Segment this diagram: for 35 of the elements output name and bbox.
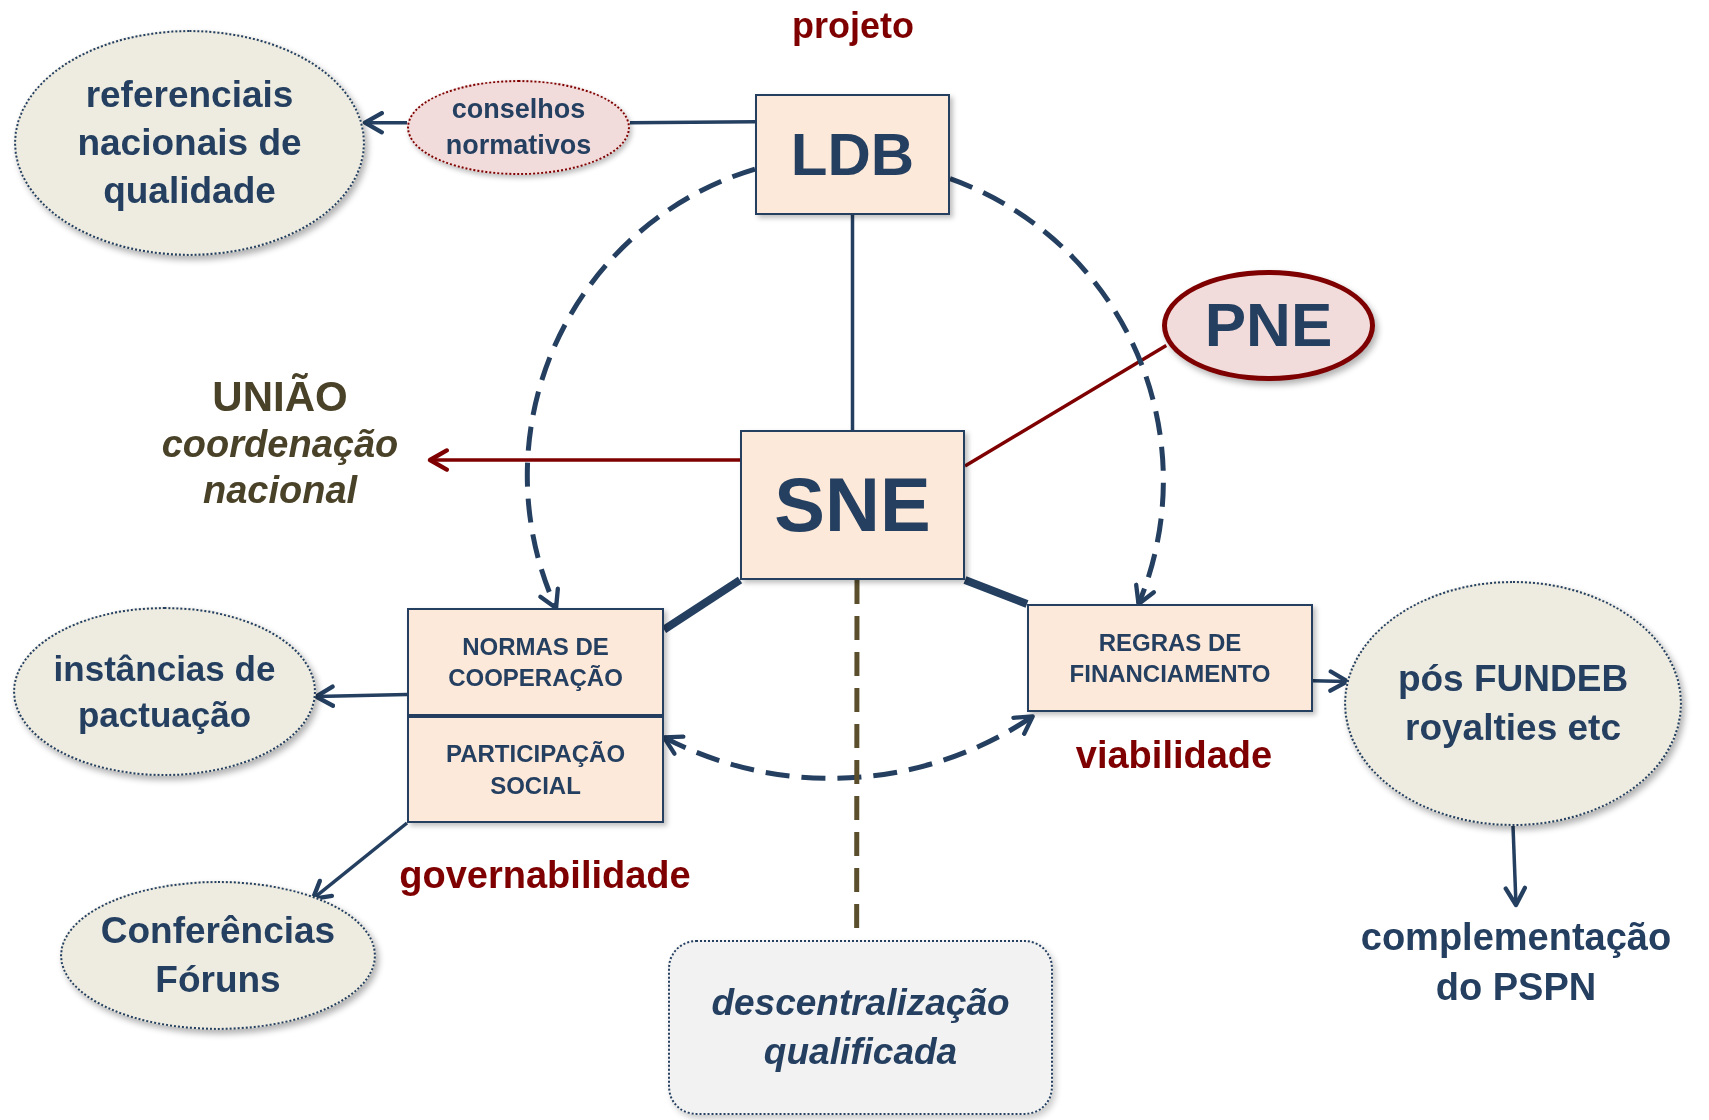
node-label: PARTICIPAÇÃO SOCIAL (444, 739, 627, 801)
node-label: LDB (790, 119, 915, 190)
connector-line (630, 120, 755, 125)
node-label: SNE (774, 460, 931, 549)
node-label: NORMAS DE COOPERAÇÃO (447, 631, 624, 693)
node-label: complementação do PSPN (1333, 913, 1699, 1012)
node-label: pós FUNDEB royalties etc (1396, 657, 1630, 750)
process-box (755, 94, 950, 215)
rounded-box (668, 940, 1053, 1115)
arrow (362, 110, 407, 135)
arrow (1503, 825, 1528, 908)
process-box (1027, 604, 1313, 712)
dashed-arrow (525, 166, 756, 611)
connector-line (964, 343, 1168, 468)
process-box (407, 608, 664, 716)
arrow (313, 684, 408, 708)
node-label: instâncias de pactuação (52, 648, 277, 736)
node-label: descentralização qualificada (710, 981, 1011, 1074)
node-caption: projeto (792, 4, 914, 48)
node-label: conselhos normativos (444, 93, 593, 162)
node-label: Conferências Fóruns (99, 909, 337, 1002)
node-caption: governabilidade (399, 852, 691, 898)
node-label: coordenação nacional (160, 422, 400, 513)
node-caption: viabilidade (1075, 732, 1273, 778)
connector-line (963, 576, 1029, 608)
arrow (310, 821, 409, 902)
connector-line (850, 215, 855, 430)
node-heading: UNIÃO (212, 371, 348, 422)
dashed-arrow (949, 176, 1166, 607)
process-box (407, 716, 664, 823)
node-label: PNE (1204, 289, 1333, 362)
process-box (740, 430, 965, 580)
node-label: REGRAS DE FINANCIAMENTO (1068, 627, 1272, 689)
node-label: referenciais nacionais de qualidade (76, 72, 303, 214)
arrow (427, 448, 740, 472)
